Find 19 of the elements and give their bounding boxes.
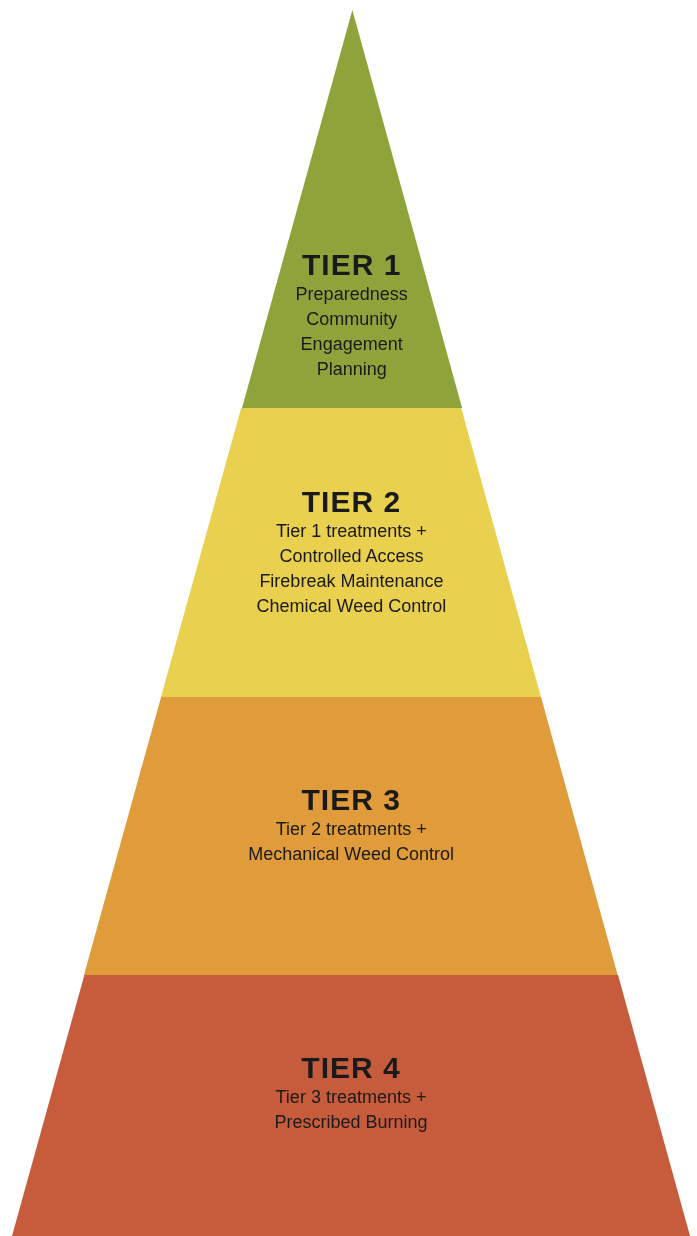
tier-item: Community Engagement <box>299 308 404 356</box>
tier-item: Planning <box>316 358 387 381</box>
tier-item: Mechanical Weed Control <box>248 843 455 866</box>
tier-item: Controlled Access <box>279 545 424 568</box>
pyramid-tier <box>84 697 619 975</box>
tier-item: Firebreak Maintenance <box>259 570 444 593</box>
pyramid-tier <box>12 975 690 1236</box>
tier-item: Preparedness <box>295 283 408 306</box>
tier-heading: TIER 1 <box>301 248 402 282</box>
tier-item: Tier 1 treatments + <box>276 520 427 543</box>
pyramid-tier <box>241 10 462 408</box>
pyramid-tier <box>161 408 542 697</box>
tier-heading: TIER 4 <box>301 1051 401 1085</box>
tier-heading: TIER 3 <box>301 783 401 817</box>
tier-item: Chemical Weed Control <box>256 595 447 618</box>
tier-item: Tier 2 treatments + <box>275 818 427 841</box>
tier-heading: TIER 2 <box>301 485 402 519</box>
tier-item: Prescribed Burning <box>274 1111 428 1134</box>
tier-item: Tier 3 treatments + <box>275 1086 427 1109</box>
